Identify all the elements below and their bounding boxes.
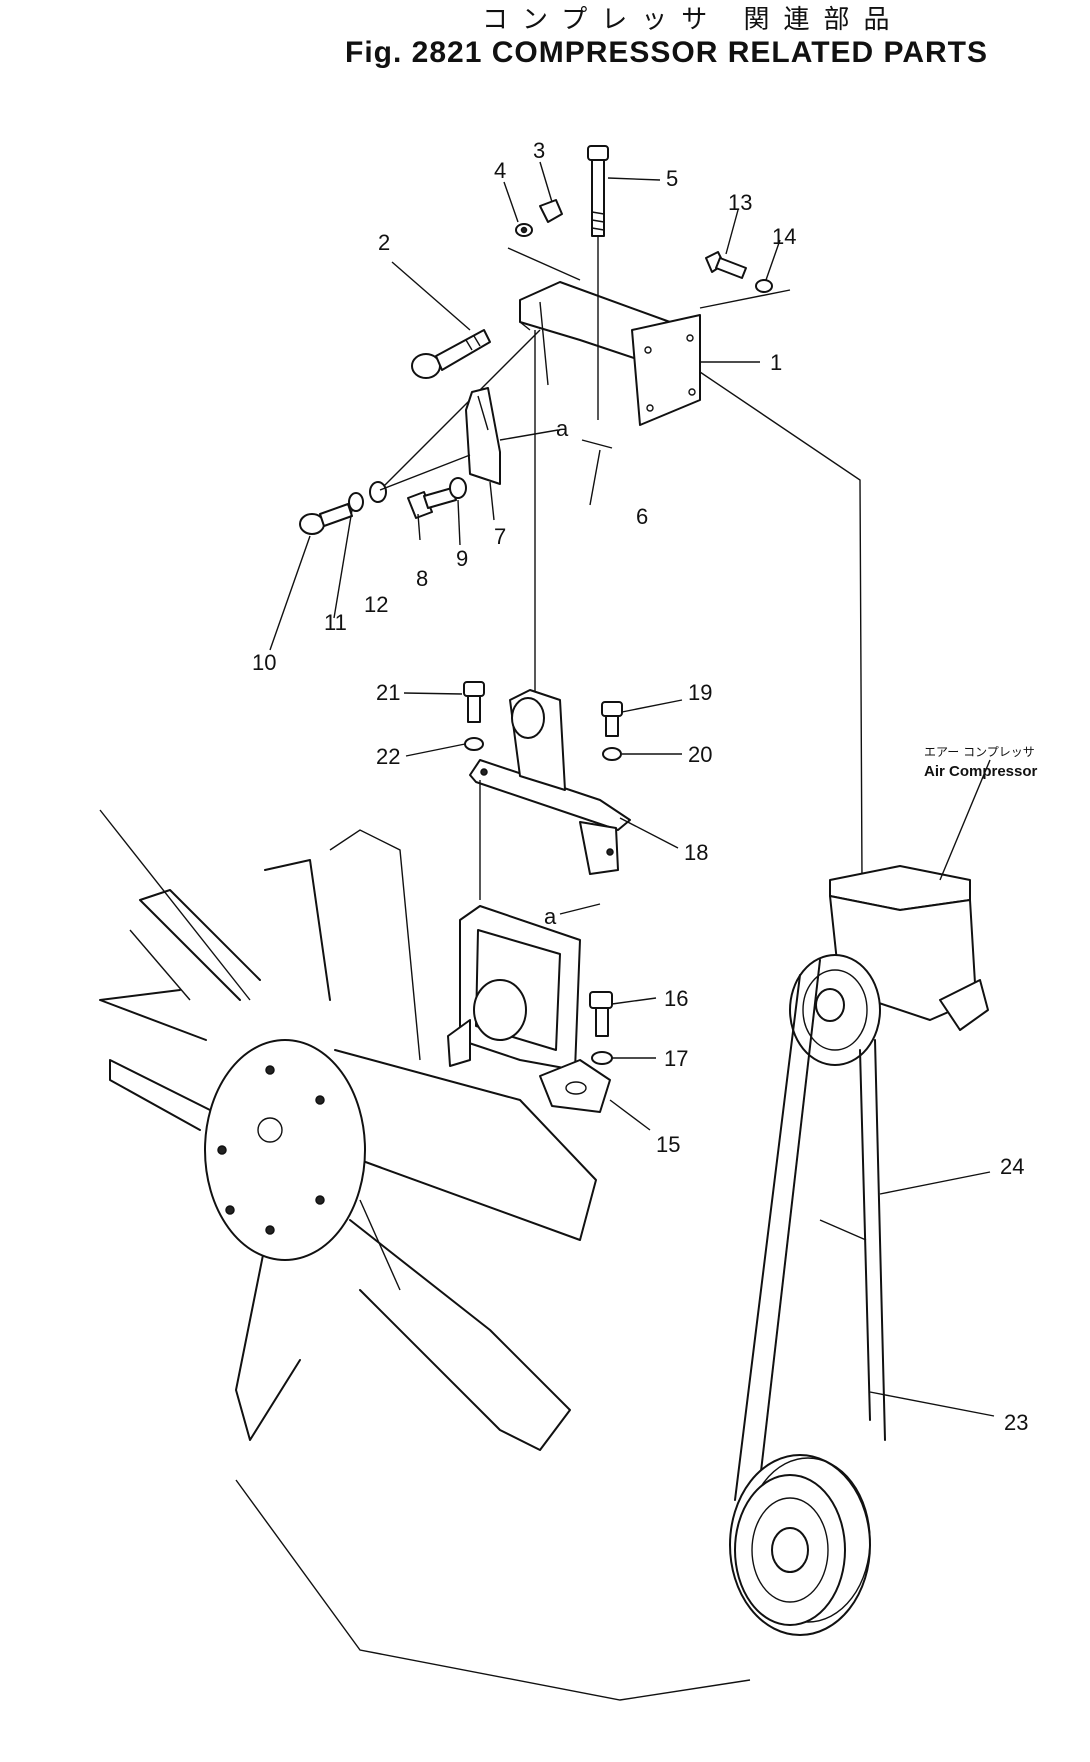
callout-3: 3 [533, 138, 545, 163]
callout-21: 21 [376, 680, 400, 705]
cooling-fan [99, 809, 751, 1701]
washer-20 [602, 747, 622, 761]
figure-title: Fig. 2821 COMPRESSOR RELATED PARTS [345, 36, 988, 69]
callout-2: 2 [378, 230, 390, 255]
title-japanese: コンプレッサ 関連部品 [482, 5, 904, 35]
callout-24: 24 [1000, 1154, 1024, 1179]
callout-5: 5 [666, 166, 678, 191]
bolt-5 [587, 145, 609, 237]
adjust-plate-7 [465, 387, 501, 485]
fan-hub [204, 1039, 366, 1261]
callout-a-lower: a [544, 904, 557, 929]
nut-3 [539, 199, 563, 223]
crank-pulley-23 [729, 1454, 871, 1636]
callout-14: 14 [772, 224, 796, 249]
washer-9 [449, 477, 467, 499]
compressor-pulley [789, 954, 881, 1066]
bolt-21 [463, 681, 485, 723]
callout-7: 7 [494, 524, 506, 549]
bolt-13 [705, 251, 747, 279]
callout-11: 11 [324, 610, 347, 635]
air-compressor-label-jp: エアー コンプレッサ [924, 745, 1035, 759]
callout-a-upper: a [556, 416, 569, 441]
callout-20: 20 [688, 742, 712, 767]
washer-17 [591, 1051, 613, 1065]
air-compressor-label: Air Compressor [924, 763, 1038, 780]
callout-22: 22 [376, 744, 400, 769]
callout-9: 9 [456, 546, 468, 571]
bolt-8 [407, 487, 457, 519]
bracket-18 [469, 689, 631, 875]
callout-4: 4 [494, 158, 506, 183]
v-belt-24 [734, 959, 886, 1501]
callout-1: 1 [770, 350, 782, 375]
bolt-16 [589, 991, 613, 1037]
callout-19: 19 [688, 680, 712, 705]
callout-15: 15 [656, 1132, 680, 1157]
bracket-plate [631, 314, 701, 426]
washer-11 [348, 492, 364, 512]
washer-22 [464, 737, 484, 751]
bolt-2 [411, 329, 491, 379]
callout-18: 18 [684, 840, 708, 865]
callout-17: 17 [664, 1046, 688, 1071]
washer-14 [755, 279, 773, 293]
callout-6: 6 [636, 504, 648, 529]
bolt-10 [299, 503, 353, 535]
callout-10: 10 [252, 650, 276, 675]
callout-labels: 1 2 3 4 5 6 7 8 9 10 11 12 13 14 15 16 1… [252, 138, 1028, 1435]
upper-bracket-assembly [299, 145, 863, 881]
leader-lines [269, 161, 995, 1417]
shim-6 [581, 439, 613, 449]
callout-8: 8 [416, 566, 428, 591]
callout-12: 12 [364, 592, 388, 617]
callout-16: 16 [664, 986, 688, 1011]
bolt-19 [601, 701, 623, 737]
callout-13: 13 [728, 190, 752, 215]
bracket-15 [447, 905, 611, 1113]
callout-23: 23 [1004, 1410, 1028, 1435]
washer-12 [369, 481, 387, 503]
